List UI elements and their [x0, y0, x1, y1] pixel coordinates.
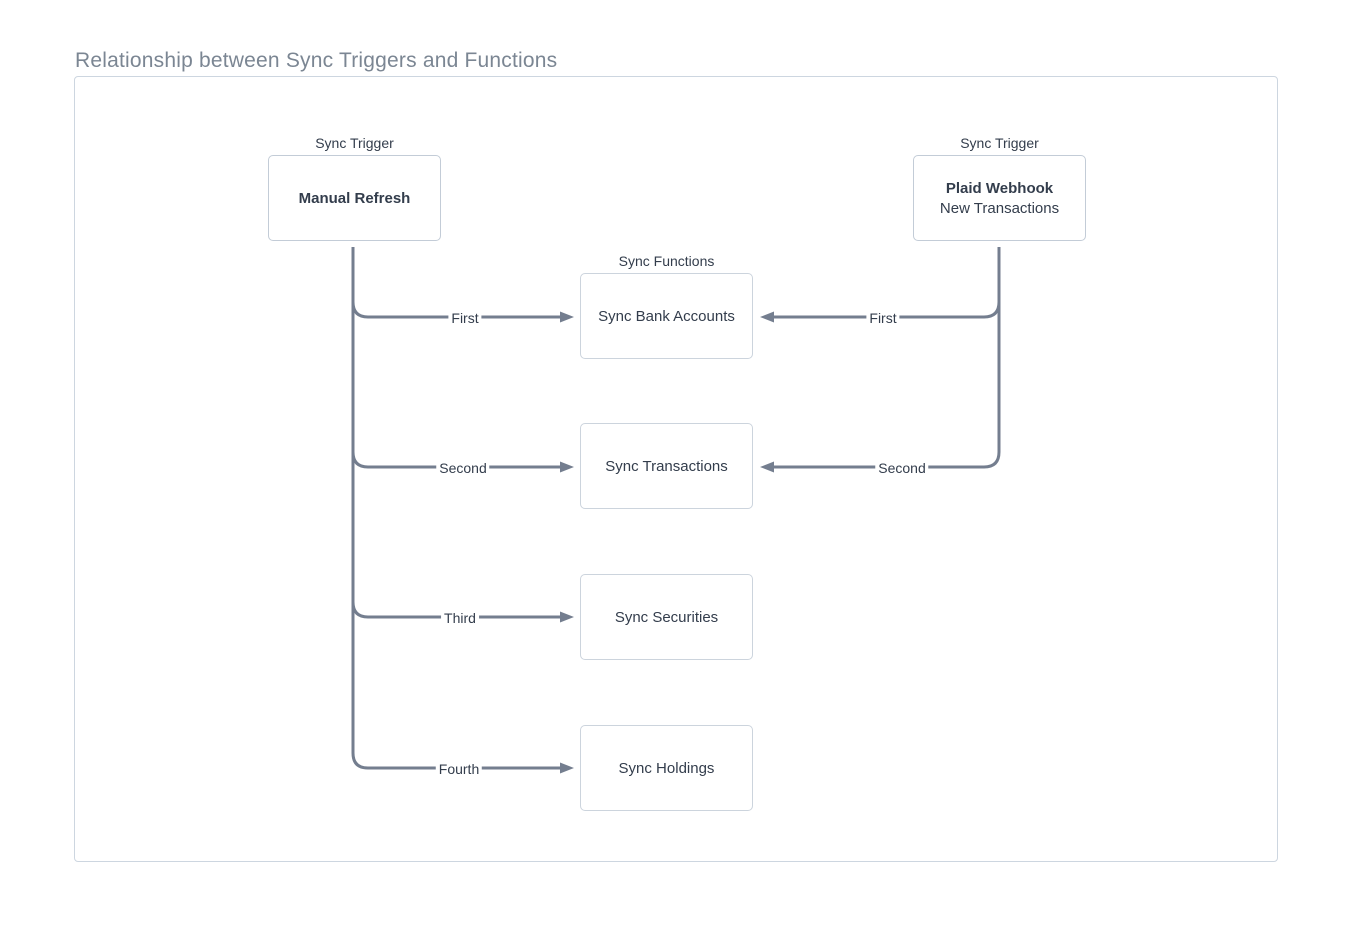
arrowhead-icon [560, 311, 574, 323]
arrowhead-icon [560, 461, 574, 473]
connector-label-left-second: Second [436, 461, 490, 475]
node-plaid-webhook: Plaid Webhook New Transactions [913, 155, 1086, 241]
node-sync-transactions-label: Sync Transactions [605, 457, 728, 475]
arrowhead-icon [760, 311, 774, 323]
node-sync-holdings-label: Sync Holdings [618, 759, 715, 777]
connector-label-left-fourth: Fourth [435, 762, 483, 776]
node-manual-refresh: Manual Refresh [268, 155, 441, 241]
section-label-sync-functions: Sync Functions [618, 253, 715, 269]
connector-label-left-first: First [448, 311, 482, 325]
arrowhead-icon [560, 762, 574, 774]
connector-right-trunk [774, 247, 1001, 469]
diagram-container: Sync Trigger Sync Trigger Sync Functions… [74, 76, 1278, 862]
node-sync-securities-label: Sync Securities [614, 608, 719, 626]
connector-label-right-first: First [866, 311, 900, 325]
diagram-title: Relationship between Sync Triggers and F… [75, 49, 558, 72]
arrowhead-icon [560, 611, 574, 623]
section-label-sync-trigger-left: Sync Trigger [315, 135, 394, 151]
arrowhead-icon [760, 461, 774, 473]
node-plaid-webhook-label: Plaid Webhook [945, 179, 1054, 197]
connector-label-left-third: Third [441, 611, 479, 625]
node-sync-bank-accounts: Sync Bank Accounts [580, 273, 753, 359]
node-manual-refresh-label: Manual Refresh [298, 189, 411, 207]
node-sync-bank-accounts-label: Sync Bank Accounts [598, 307, 735, 325]
node-sync-transactions: Sync Transactions [580, 423, 753, 509]
node-plaid-webhook-subtitle: New Transactions [939, 199, 1060, 217]
section-label-sync-trigger-right: Sync Trigger [960, 135, 1039, 151]
node-sync-holdings: Sync Holdings [580, 725, 753, 811]
node-sync-securities: Sync Securities [580, 574, 753, 660]
connector-label-right-second: Second [875, 461, 929, 475]
